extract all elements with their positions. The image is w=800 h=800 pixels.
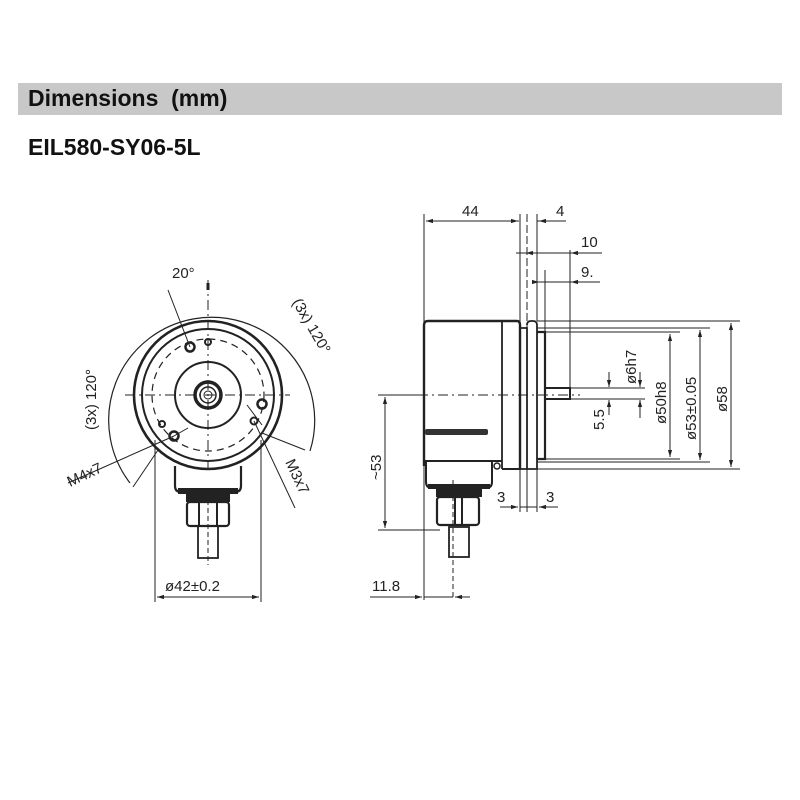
diameter-42-label: ø42±0.2 bbox=[165, 578, 220, 595]
model-number: EIL580-SY06-5L bbox=[28, 134, 201, 160]
spigot-diameter-label: ø50h8 bbox=[653, 381, 670, 424]
front-view-labels: 20° (3x) 120° (3x) 120° M4x7 M3x7 ø42±0.… bbox=[65, 265, 334, 595]
side-view bbox=[370, 214, 740, 600]
thread-m4-label: M4x7 bbox=[65, 460, 105, 491]
front-view bbox=[67, 280, 316, 602]
dim-9-label: 9. bbox=[581, 264, 594, 281]
flange-4-label: 4 bbox=[556, 203, 564, 220]
shaft-flat-label: 5.5 bbox=[591, 409, 608, 430]
offset-11-8-label: 11.8 bbox=[372, 578, 400, 595]
section-title: Dimensions (mm) bbox=[28, 85, 228, 111]
gap-3-left-label: 3 bbox=[497, 489, 505, 506]
gap-3-right-label: 3 bbox=[546, 489, 554, 506]
dim-10-label: 10 bbox=[581, 234, 598, 251]
angle-left-label: (3x) 120° bbox=[83, 369, 100, 430]
body-diameter-label: ø58 bbox=[714, 386, 731, 412]
header-bar bbox=[18, 83, 782, 115]
length-44-label: 44 bbox=[462, 203, 479, 220]
angle-right-label: (3x) 120° bbox=[289, 296, 334, 357]
bolt-circle-label: ø53±0.05 bbox=[683, 377, 700, 440]
shaft-diameter-label: ø6h7 bbox=[623, 350, 640, 384]
angle-20-label: 20° bbox=[172, 265, 195, 282]
side-view-labels: 44 4 10 9. 5.5 ø6h7 ø50h8 ø53±0.05 ø58 ~… bbox=[368, 203, 731, 595]
thread-m3-label: M3x7 bbox=[281, 457, 312, 497]
height-53-label: ~53 bbox=[368, 455, 385, 480]
